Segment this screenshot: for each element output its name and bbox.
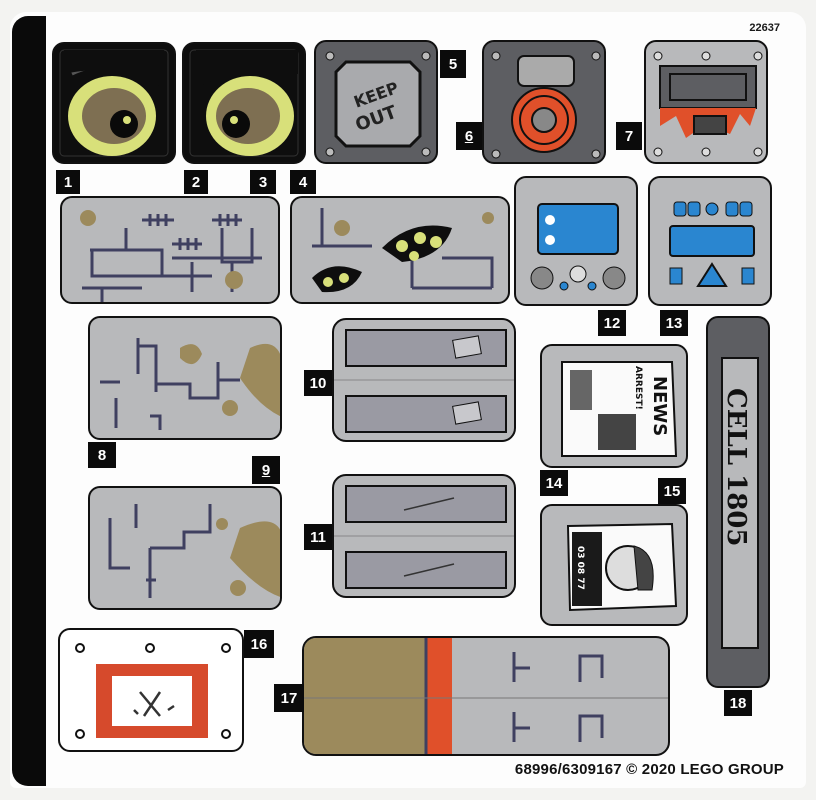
sticker-number-17: 17 [274, 684, 304, 712]
svg-text:NEWS: NEWS [649, 376, 670, 436]
strip-icon [304, 638, 668, 754]
svg-text:03 08 77: 03 08 77 [575, 546, 585, 590]
sticker-18[interactable]: CELL 1805 [706, 316, 770, 688]
sticker-number-13: 13 [660, 310, 688, 336]
copyright-footer: 68996/6309167 © 2020 LEGO GROUP [514, 761, 784, 778]
sticker-number-16: 16 [244, 630, 274, 658]
wall-icon [108, 504, 280, 598]
sticker-11[interactable] [332, 474, 516, 598]
sticker-3[interactable] [60, 196, 280, 304]
sticker-number-8: 8 [88, 442, 116, 468]
sticker-number-5: 5 [440, 50, 466, 78]
eye-icon [59, 49, 169, 157]
sticker-13[interactable] [648, 176, 772, 306]
newspaper-icon: NEWS ARREST! [561, 361, 678, 457]
hatch-icon: KEEP OUT [325, 51, 431, 157]
sticker-14[interactable]: NEWS ARREST! [540, 344, 688, 468]
mugshot-icon: 03 08 77 [566, 522, 678, 612]
sticker-number-10: 10 [304, 370, 332, 396]
sheet-spine [12, 16, 46, 786]
set-code: 22637 [749, 22, 780, 34]
sticker-number-9: 9 [252, 456, 280, 484]
svg-text:ARREST!: ARREST! [633, 366, 643, 410]
sticker-16[interactable] [58, 628, 244, 752]
sticker-7[interactable] [644, 40, 768, 164]
sticker-number-1: 1 [56, 170, 80, 194]
sticker-4[interactable] [290, 196, 510, 304]
sign-icon [75, 643, 231, 739]
sticker-number-11: 11 [304, 524, 332, 550]
svg-text:CELL 1805: CELL 1805 [721, 388, 751, 547]
sticker-number-14: 14 [540, 470, 568, 496]
grate-icon [653, 51, 763, 157]
sticker-1[interactable] [52, 42, 176, 164]
warning-panel-icon [669, 201, 755, 287]
sticker-6[interactable] [482, 40, 606, 164]
sticker-15[interactable]: 03 08 77 [540, 504, 688, 626]
sticker-17[interactable] [302, 636, 670, 756]
wall-icon [100, 338, 280, 430]
sticker-number-15: 15 [658, 478, 686, 504]
sticker-8[interactable] [88, 316, 282, 440]
sticker-number-4: 4 [290, 170, 316, 194]
sticker-number-6: 6 [456, 122, 482, 150]
sticker-number-12: 12 [598, 310, 626, 336]
sticker-12[interactable] [514, 176, 638, 306]
sticker-5[interactable]: KEEP OUT [314, 40, 438, 164]
sticker-9[interactable] [88, 486, 282, 610]
sticker-number-2: 2 [184, 170, 208, 194]
control-panel-icon [530, 203, 626, 291]
cracked-wall-icon [312, 208, 494, 293]
sticker-number-7: 7 [616, 122, 642, 150]
metal-strip-icon [334, 329, 514, 433]
sticker-number-3: 3 [250, 170, 276, 194]
sticker-2[interactable] [182, 42, 306, 164]
eye-icon [189, 49, 299, 157]
sticker-number-18: 18 [724, 690, 752, 716]
sticker-10[interactable] [332, 318, 516, 442]
brick-wall-icon [80, 210, 262, 302]
metal-strip-icon [334, 485, 514, 589]
nameplate-icon: CELL 1805 [721, 357, 759, 649]
valve-icon [491, 51, 601, 159]
